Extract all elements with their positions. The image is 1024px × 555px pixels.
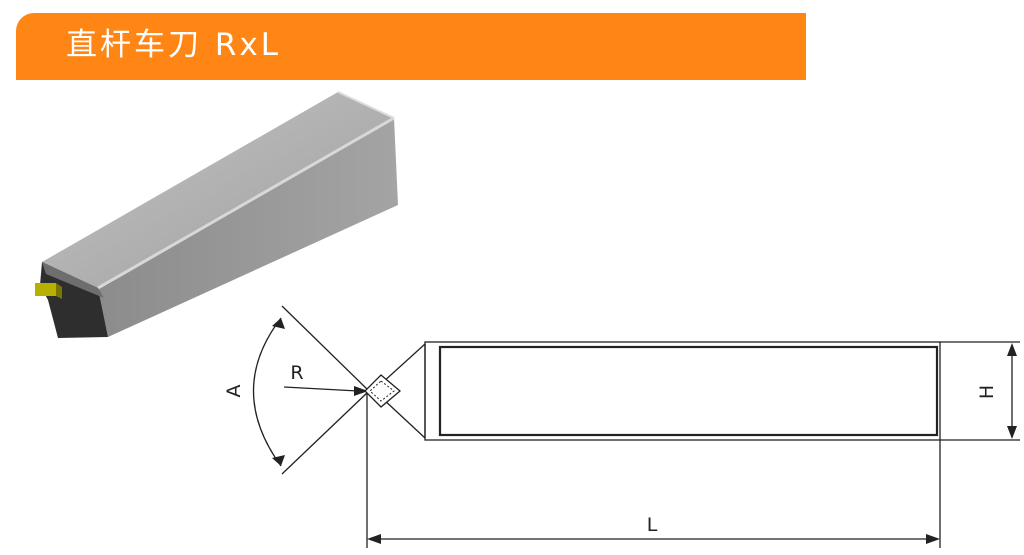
tip-line-lower	[381, 397, 426, 439]
carbide-insert	[35, 283, 56, 296]
radius-label: R	[290, 362, 303, 384]
angle-line-upper	[281, 305, 370, 392]
tool-side-face	[98, 118, 398, 337]
title-banner: 直杆车刀 RxL	[16, 13, 806, 80]
angle-arc	[252, 317, 282, 467]
height-label: H	[976, 385, 998, 399]
shank-body-outer	[424, 341, 941, 441]
angle-line-lower	[281, 390, 370, 475]
length-label: L	[647, 514, 658, 536]
radius-leader	[283, 386, 359, 392]
page-title: 直杆车刀 RxL	[66, 27, 282, 63]
tool-front-face	[40, 262, 108, 338]
angle-label: A	[223, 385, 245, 398]
tip-line-upper	[381, 343, 426, 384]
tool-3d-render	[35, 91, 398, 338]
tool-top-face	[42, 92, 394, 288]
insert-tip	[364, 374, 402, 408]
shank-body-inner	[438, 345, 939, 437]
